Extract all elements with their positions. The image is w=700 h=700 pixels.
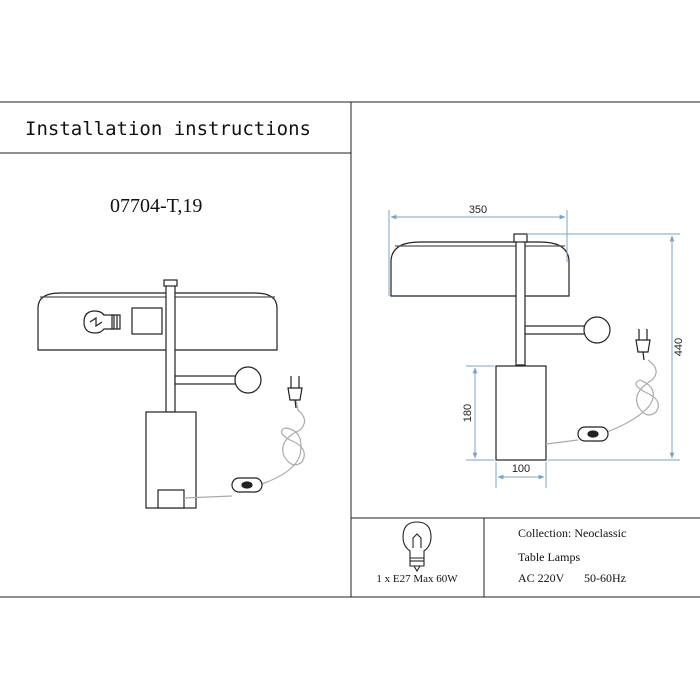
plug-icon bbox=[287, 376, 303, 409]
dim-base-width-label: 100 bbox=[512, 463, 530, 475]
lamp-illustration bbox=[37, 279, 306, 509]
stem-outline bbox=[515, 239, 526, 366]
shade-outline bbox=[390, 241, 570, 297]
sheet-frame bbox=[0, 101, 700, 598]
base-outline bbox=[495, 365, 547, 461]
dim-base-height-label: 180 bbox=[462, 404, 474, 422]
model-number: 07704-T,19 bbox=[110, 195, 202, 217]
plug-outline bbox=[635, 329, 651, 361]
frequency-label: 50-60Hz bbox=[584, 571, 626, 585]
voltage-label: AC 220V bbox=[518, 571, 565, 585]
dim-width-label: 350 bbox=[469, 204, 487, 216]
dim-height-label: 440 bbox=[673, 338, 685, 356]
type-label: Table Lamps bbox=[518, 550, 580, 564]
spec-bulb-icon bbox=[402, 521, 432, 573]
bulb-icon bbox=[83, 310, 121, 334]
lamp-arm bbox=[174, 375, 238, 385]
lamp-stem bbox=[165, 281, 176, 413]
arm-outline bbox=[524, 325, 588, 335]
lamp-knob bbox=[234, 366, 262, 394]
cord-outline bbox=[545, 359, 659, 445]
knob-outline bbox=[583, 316, 611, 344]
dimension-drawing bbox=[390, 233, 659, 461]
power-cord bbox=[183, 399, 306, 499]
dimension-lines bbox=[388, 210, 680, 488]
bulb-spec: 1 x E27 Max 60W bbox=[376, 573, 458, 585]
bulb-socket bbox=[131, 307, 163, 335]
collection-label: Collection: Neoclassic bbox=[518, 526, 626, 540]
page-title: Installation instructions bbox=[25, 118, 311, 140]
